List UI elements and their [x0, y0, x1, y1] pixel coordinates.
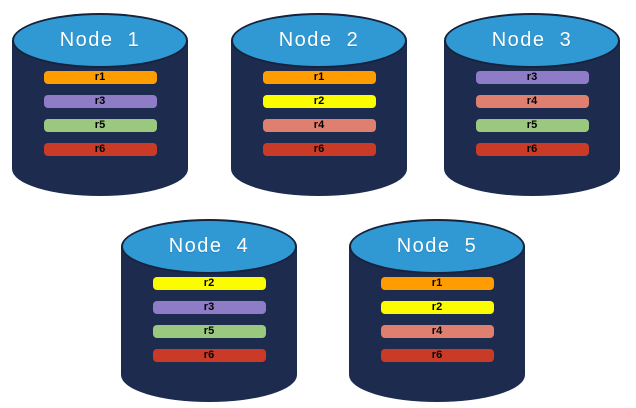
replica-label: r3: [94, 95, 106, 107]
replica-label: r4: [313, 119, 325, 131]
replica-bar-r4: r4: [262, 119, 376, 132]
node-4: Node 4 r2 r3 r5 r6: [121, 219, 297, 402]
cylinder-top-ellipse: Node 5: [349, 219, 525, 274]
node-5: Node 5 r1 r2 r4 r6: [349, 219, 525, 402]
node-3: Node 3 r3 r4 r5 r6: [444, 13, 620, 196]
replica-bar-r6: r6: [152, 349, 266, 362]
replica-bar-list: r1 r2 r4 r6: [231, 71, 407, 156]
replica-bar-r6: r6: [380, 349, 494, 362]
replica-bar-r4: r4: [380, 325, 494, 338]
replica-label: r6: [431, 349, 443, 361]
node-1: Node 1 r1 r3 r5 r6: [12, 13, 188, 196]
replica-label: r2: [203, 277, 215, 289]
replica-bar-r2: r2: [152, 277, 266, 290]
replica-bar-r4: r4: [475, 95, 589, 108]
replica-bar-list: r3 r4 r5 r6: [444, 71, 620, 156]
replica-label: r6: [313, 143, 325, 155]
replica-bar-r3: r3: [152, 301, 266, 314]
replica-bar-r5: r5: [475, 119, 589, 132]
node-label: Node 4: [168, 235, 250, 257]
replica-bar-r5: r5: [152, 325, 266, 338]
replica-bar-list: r2 r3 r5 r6: [121, 277, 297, 362]
replica-bar-r6: r6: [43, 143, 157, 156]
replica-label: r4: [526, 95, 538, 107]
node-label: Node 2: [278, 29, 360, 51]
cylinder-top-ellipse: Node 2: [231, 13, 407, 68]
cylinder-top-ellipse: Node 4: [121, 219, 297, 274]
replica-bar-r3: r3: [475, 71, 589, 84]
node-label: Node 5: [396, 235, 478, 257]
replica-label: r1: [313, 71, 325, 83]
replica-bar-r1: r1: [262, 71, 376, 84]
replica-bar-r2: r2: [380, 301, 494, 314]
replica-label: r5: [203, 325, 215, 337]
node-label: Node 1: [59, 29, 141, 51]
replica-label: r4: [431, 325, 443, 337]
node-2: Node 2 r1 r2 r4 r6: [231, 13, 407, 196]
replica-bar-r3: r3: [43, 95, 157, 108]
cylinder-top-ellipse: Node 1: [12, 13, 188, 68]
replica-label: r1: [431, 277, 443, 289]
replica-bar-list: r1 r2 r4 r6: [349, 277, 525, 362]
replica-label: r6: [203, 349, 215, 361]
replica-label: r5: [94, 119, 106, 131]
replica-label: r5: [526, 119, 538, 131]
replica-bar-r1: r1: [43, 71, 157, 84]
replica-label: r6: [94, 143, 106, 155]
replica-bar-r2: r2: [262, 95, 376, 108]
replica-bar-r1: r1: [380, 277, 494, 290]
replica-label: r2: [431, 301, 443, 313]
replica-bar-r5: r5: [43, 119, 157, 132]
replica-bar-r6: r6: [475, 143, 589, 156]
replica-label: r2: [313, 95, 325, 107]
replica-label: r6: [526, 143, 538, 155]
replica-bar-list: r1 r3 r5 r6: [12, 71, 188, 156]
replica-label: r3: [203, 301, 215, 313]
node-label: Node 3: [491, 29, 573, 51]
cylinder-top-ellipse: Node 3: [444, 13, 620, 68]
replica-label: r3: [526, 71, 538, 83]
replica-label: r1: [94, 71, 106, 83]
replica-bar-r6: r6: [262, 143, 376, 156]
